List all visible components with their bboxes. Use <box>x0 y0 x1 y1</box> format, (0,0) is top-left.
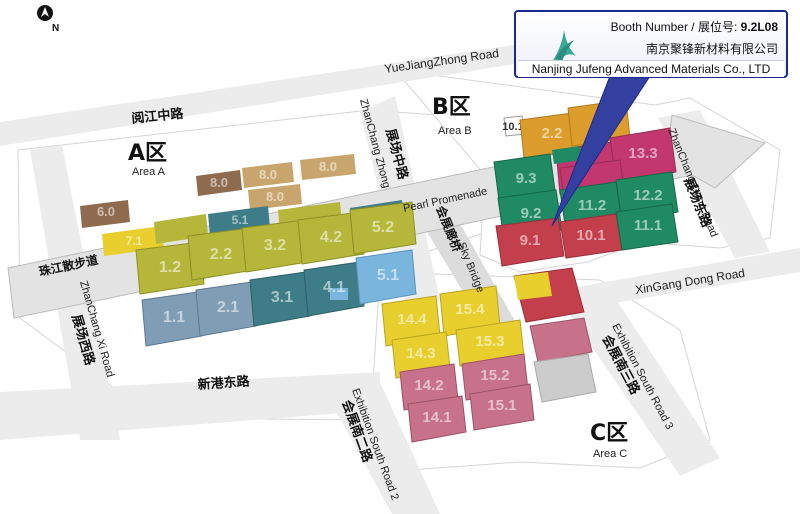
hall-8-0-c[interactable]: 8.0 <box>300 154 356 180</box>
booth-number-line: Booth Number / 展位号: 9.2L08 <box>611 18 778 35</box>
hall-4-1[interactable]: 4.1 <box>303 261 365 317</box>
svg-text:7.1: 7.1 <box>126 234 143 248</box>
svg-text:8.0: 8.0 <box>266 189 284 204</box>
area-a-title: A区 <box>128 141 167 166</box>
svg-text:8.0: 8.0 <box>210 175 228 190</box>
svg-text:14.1: 14.1 <box>422 409 451 426</box>
hall-4-2[interactable]: 4.2 <box>297 211 365 265</box>
hall-16-1[interactable] <box>529 317 597 403</box>
svg-text:9.2: 9.2 <box>521 205 542 222</box>
svg-text:8.0: 8.0 <box>259 167 277 182</box>
svg-text:15.1: 15.1 <box>487 397 516 414</box>
svg-text:10.1: 10.1 <box>502 121 523 133</box>
svg-text:5.1: 5.1 <box>232 213 249 227</box>
hall-16-2[interactable] <box>513 267 585 323</box>
hall-8-0-a[interactable]: 8.0 <box>196 170 242 196</box>
hall-8-0-b[interactable]: 8.0 <box>242 162 294 188</box>
area-c-title: C区 <box>590 421 628 446</box>
hall-6-0[interactable]: 6.0 <box>80 200 130 228</box>
svg-text:14.2: 14.2 <box>414 377 443 394</box>
hall-10-1[interactable]: 10.1 <box>559 213 623 259</box>
svg-text:15.3: 15.3 <box>475 333 504 350</box>
hall-8-0-d[interactable]: 8.0 <box>248 184 302 210</box>
hall-group-c: 14.4 15.4 14.3 15.3 14.2 15.2 14.1 15.1 <box>381 267 597 443</box>
svg-text:2.2: 2.2 <box>210 246 232 263</box>
hall-orange-1[interactable]: 2.2 <box>519 111 585 159</box>
hall-14-1[interactable]: 14.1 <box>407 395 467 443</box>
svg-text:12.2: 12.2 <box>633 187 662 204</box>
booth-number-label: Booth Number / 展位号: <box>610 20 741 34</box>
hall-15-3[interactable]: 15.3 <box>455 319 525 367</box>
svg-text:11.1: 11.1 <box>634 217 662 234</box>
svg-text:N: N <box>52 23 59 34</box>
booth-info-card[interactable]: Booth Number / 展位号: 9.2L08 南京聚锋新材料有限公司 N… <box>514 10 788 78</box>
svg-text:2.2: 2.2 <box>542 125 563 142</box>
svg-text:8.0: 8.0 <box>319 159 337 174</box>
svg-text:2.1: 2.1 <box>217 299 239 316</box>
hall-3-2[interactable]: 3.2 <box>241 219 309 273</box>
hall-15-4[interactable]: 15.4 <box>439 285 501 337</box>
svg-text:14.4: 14.4 <box>397 311 427 328</box>
hall-1-1[interactable]: 1.1 <box>141 291 203 347</box>
svg-text:15.4: 15.4 <box>455 301 485 318</box>
company-name-cn: 南京聚锋新材料有限公司 <box>645 42 778 56</box>
svg-text:4.2: 4.2 <box>320 229 342 246</box>
area-b-title: B区 <box>432 95 471 120</box>
svg-text:9.3: 9.3 <box>516 170 537 187</box>
compass-icon: N <box>37 5 59 34</box>
svg-text:3.1: 3.1 <box>271 289 293 306</box>
svg-text:1.1: 1.1 <box>163 309 185 326</box>
hall-15-1[interactable]: 15.1 <box>469 383 535 431</box>
svg-text:5.1: 5.1 <box>377 267 399 284</box>
hall-1-2[interactable]: 1.2 <box>135 241 205 295</box>
svg-text:14.3: 14.3 <box>406 345 435 362</box>
svg-text:1.2: 1.2 <box>159 259 181 276</box>
svg-text:11.2: 11.2 <box>578 197 606 214</box>
area-b-subtitle: Area B <box>438 125 472 137</box>
road-label-yuejiang-cn: 阅江中路 <box>131 106 185 127</box>
road-label-xingang-cn: 新港东路 <box>197 373 251 393</box>
area-a-subtitle: Area A <box>132 166 166 178</box>
hall-2-1[interactable]: 2.1 <box>195 281 257 337</box>
svg-text:9.1: 9.1 <box>520 232 541 249</box>
svg-text:5.2: 5.2 <box>372 219 394 236</box>
company-name-en: Nanjing Jufeng Advanced Materials Co., L… <box>518 60 784 77</box>
hall-3-1[interactable]: 3.1 <box>249 271 311 327</box>
booth-number-value: 9.2L08 <box>740 20 778 34</box>
hall-5-2[interactable]: 5.2 <box>349 201 417 255</box>
svg-text:3.2: 3.2 <box>264 237 286 254</box>
hall-5-1[interactable]: 5.1 <box>355 249 417 305</box>
hall-group-a: 6.0 8.0 8.0 8.0 8.0 7.1 5.1 1.2 2.2 3.2 … <box>80 154 417 347</box>
svg-text:15.2: 15.2 <box>480 367 509 384</box>
hall-9-1[interactable]: 9.1 <box>495 217 565 267</box>
svg-text:10.1: 10.1 <box>576 227 605 244</box>
svg-text:6.0: 6.0 <box>97 204 115 219</box>
hall-14-4[interactable]: 14.4 <box>381 295 441 347</box>
svg-text:13.3: 13.3 <box>628 145 657 162</box>
hall-group-b: 10.1 2.2 13.3 9.3 9.2 11.2 12.2 9.1 10.1… <box>493 99 679 267</box>
area-c-subtitle: Area C <box>593 448 627 460</box>
svg-text:4.1: 4.1 <box>323 279 345 296</box>
hall-10-1-top[interactable]: 10.1 <box>502 115 525 137</box>
hall-11-1[interactable]: 11.1 <box>615 203 679 251</box>
